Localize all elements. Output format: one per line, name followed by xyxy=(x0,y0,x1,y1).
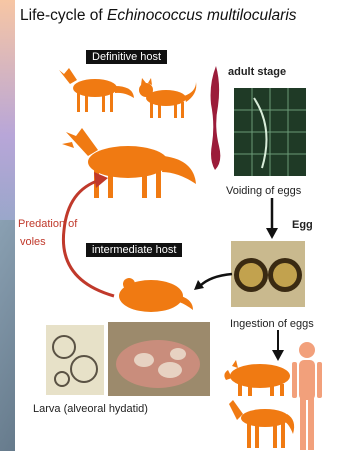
pig-icon xyxy=(222,358,300,398)
cat-icon xyxy=(136,78,198,120)
voiding-arrow xyxy=(262,198,282,240)
adult-stage-micrograph xyxy=(234,88,306,176)
eggs-micrograph xyxy=(231,241,305,307)
predation-arrow xyxy=(58,160,118,300)
diagram-title: Life-cycle of Echinococcus multiloculari… xyxy=(20,7,297,25)
voiding-of-eggs-label: Voiding of eggs xyxy=(226,185,301,197)
horse-icon xyxy=(227,398,299,450)
predation-label-line2: voles xyxy=(20,236,46,248)
fox-icon xyxy=(55,62,135,117)
vole-icon xyxy=(115,270,195,316)
larva-histology-image xyxy=(46,325,104,395)
larva-liver-image xyxy=(108,322,210,396)
ingestion-of-eggs-label: Ingestion of eggs xyxy=(230,318,314,330)
egg-label: Egg xyxy=(292,219,313,231)
adult-stage-label: adult stage xyxy=(228,66,286,78)
human-icon xyxy=(290,340,324,451)
adult-worm-icon xyxy=(205,64,227,172)
larva-label: Larva (alveoral hydatid) xyxy=(33,403,148,415)
